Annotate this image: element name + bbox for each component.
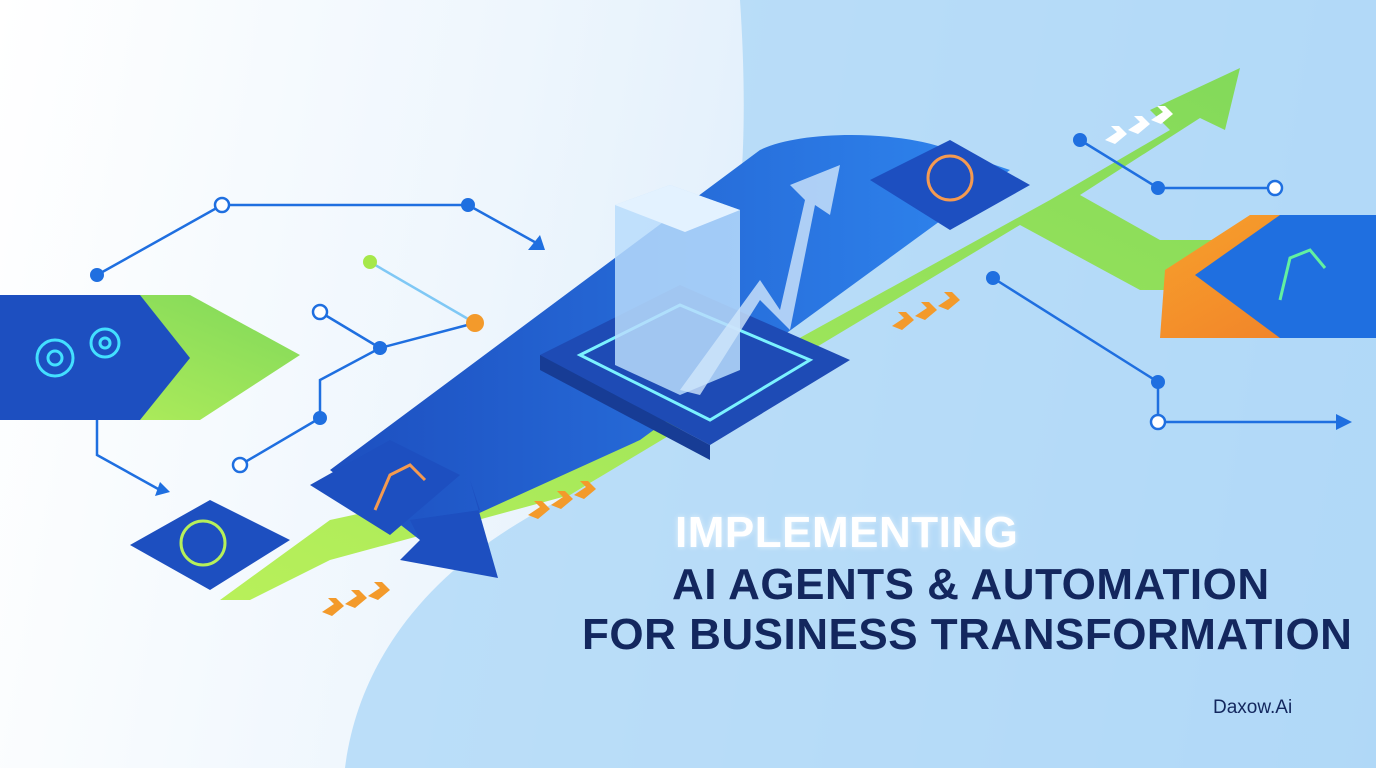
brain-icon (926, 154, 974, 202)
arrowheads (155, 235, 1352, 496)
brain-icon (179, 519, 227, 567)
robot-arm-icon (1278, 248, 1327, 301)
gears-icon (35, 327, 121, 378)
background-blob (345, 0, 1376, 768)
building-chip-icon (540, 165, 850, 460)
orange-chevrons (322, 292, 960, 616)
connector-line-light (369, 260, 476, 325)
green-arrow-band (220, 68, 1376, 600)
robot-tile (310, 440, 460, 535)
white-chevrons (1105, 106, 1173, 144)
robot-arm-icon (373, 463, 427, 511)
brain-tile-left (130, 500, 290, 590)
brain-tile-right (870, 140, 1030, 230)
headline-line-3: FOR BUSINESS TRANSFORMATION (582, 610, 1353, 659)
growth-arrow-icon (680, 165, 840, 395)
left-chevron-inner (0, 295, 190, 420)
connector-nodes (90, 133, 1284, 474)
headline-line-2: AI AGENTS & AUTOMATION (672, 560, 1270, 609)
blue-arrow (400, 480, 498, 578)
headline-line-1: IMPLEMENTING (675, 508, 1019, 557)
brand-name: Daxow.Ai (1213, 697, 1293, 718)
